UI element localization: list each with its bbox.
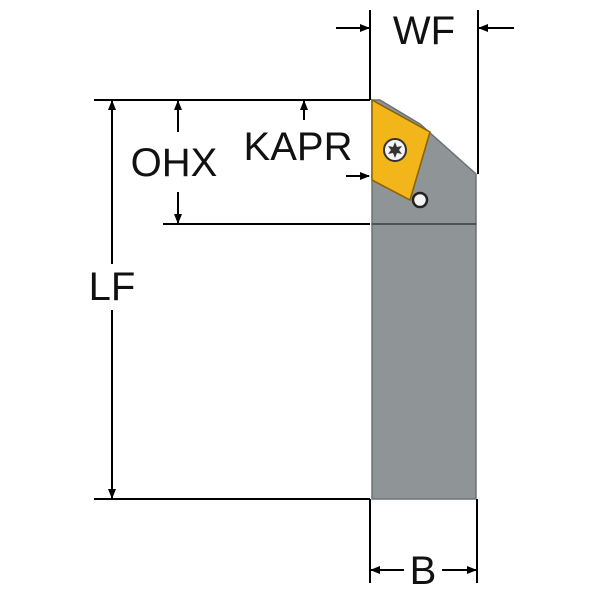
ohx-label-bg [126,136,224,186]
ohx-label: OHX [131,141,218,185]
wf-label: WF [393,9,455,53]
lf-label: LF [89,265,136,309]
kapr-label: KAPR [244,125,353,169]
b-label: B [410,549,437,593]
clamp-pin-icon [411,191,429,209]
dimension-lines [94,10,514,583]
lf-label-bg [90,264,136,310]
tool-holder [371,98,477,500]
holder-shank [371,223,477,500]
torx-screw-icon [383,138,407,162]
b-label-bg [404,548,442,592]
